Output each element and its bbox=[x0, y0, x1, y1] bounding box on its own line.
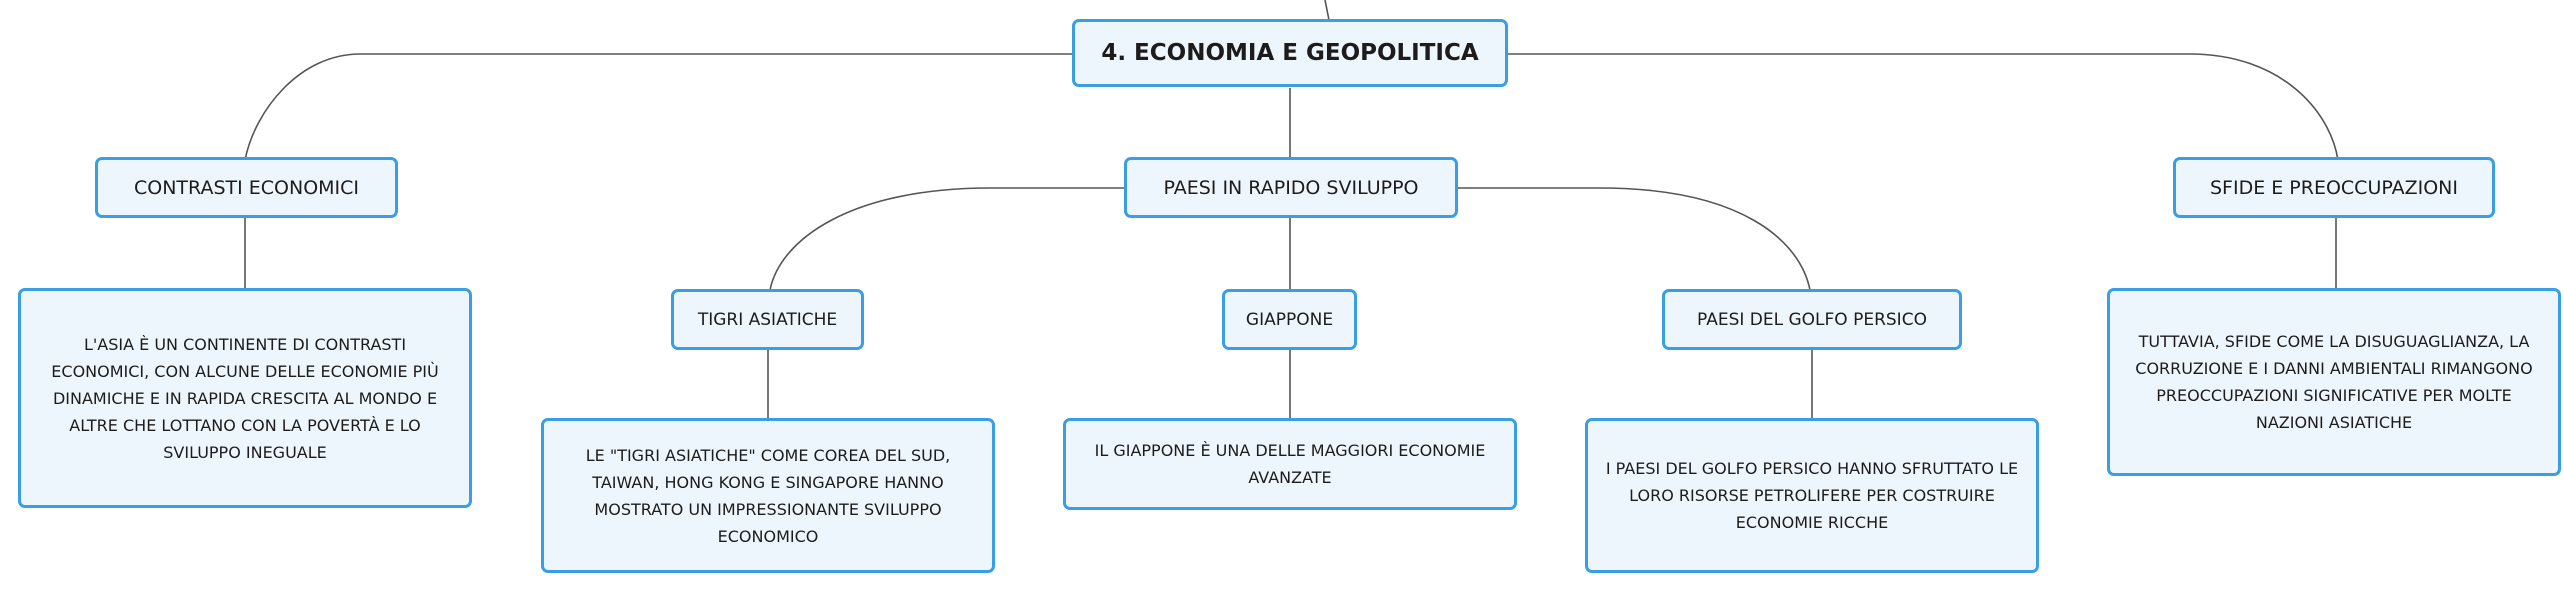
node-giappone[interactable]: GIAPPONE bbox=[1222, 289, 1357, 350]
contrasti-note-text: L'ASIA È UN CONTINENTE DI CONTRASTI ECON… bbox=[51, 334, 439, 462]
note-contrasti-economici[interactable]: L'ASIA È UN CONTINENTE DI CONTRASTI ECON… bbox=[18, 288, 472, 508]
root-label: 4. ECONOMIA E GEOPOLITICA bbox=[1101, 40, 1479, 66]
node-contrasti-economici[interactable]: CONTRASTI ECONOMICI bbox=[95, 157, 398, 218]
connector-parent-to-root bbox=[1324, 0, 1330, 21]
sfide-note-text: TUTTAVIA, SFIDE COME LA DISUGUAGLIANZA, … bbox=[2135, 332, 2533, 432]
giappone-label: GIAPPONE bbox=[1245, 309, 1334, 330]
golfo-label: PAESI DEL GOLFO PERSICO bbox=[1697, 309, 1927, 330]
node-paesi-golfo-persico[interactable]: PAESI DEL GOLFO PERSICO bbox=[1662, 289, 1962, 350]
connector-paesi-to-golfo bbox=[1455, 187, 1811, 291]
root-node[interactable]: 4. ECONOMIA E GEOPOLITICA bbox=[1072, 19, 1508, 87]
node-tigri-asiatiche[interactable]: TIGRI ASIATICHE bbox=[671, 289, 864, 350]
contrasti-label: CONTRASTI ECONOMICI bbox=[133, 176, 360, 199]
connector-root-to-contrasti bbox=[244, 53, 1075, 161]
golfo-note-text: I PAESI DEL GOLFO PERSICO HANNO SFRUTTAT… bbox=[1605, 459, 2019, 532]
node-paesi-rapido-sviluppo[interactable]: PAESI IN RAPIDO SVILUPPO bbox=[1124, 157, 1458, 218]
tigri-note-text: LE "TIGRI ASIATICHE" COME COREA DEL SUD,… bbox=[585, 445, 951, 546]
connector-root-to-sfide bbox=[1505, 53, 2339, 161]
note-paesi-golfo-persico[interactable]: I PAESI DEL GOLFO PERSICO HANNO SFRUTTAT… bbox=[1585, 418, 2039, 573]
node-sfide-preoccupazioni[interactable]: SFIDE E PREOCCUPAZIONI bbox=[2173, 157, 2495, 218]
note-tigri-asiatiche[interactable]: LE "TIGRI ASIATICHE" COME COREA DEL SUD,… bbox=[541, 418, 995, 573]
tigri-label: TIGRI ASIATICHE bbox=[697, 309, 838, 330]
sfide-label: SFIDE E PREOCCUPAZIONI bbox=[2209, 176, 2458, 199]
note-sfide-preoccupazioni[interactable]: TUTTAVIA, SFIDE COME LA DISUGUAGLIANZA, … bbox=[2107, 288, 2561, 476]
giappone-note-text: IL GIAPPONE È UNA DELLE MAGGIORI ECONOMI… bbox=[1094, 441, 1486, 487]
note-giappone[interactable]: IL GIAPPONE È UNA DELLE MAGGIORI ECONOMI… bbox=[1063, 418, 1517, 510]
paesi-label: PAESI IN RAPIDO SVILUPPO bbox=[1163, 176, 1419, 199]
connector-paesi-to-tigri bbox=[769, 187, 1127, 291]
